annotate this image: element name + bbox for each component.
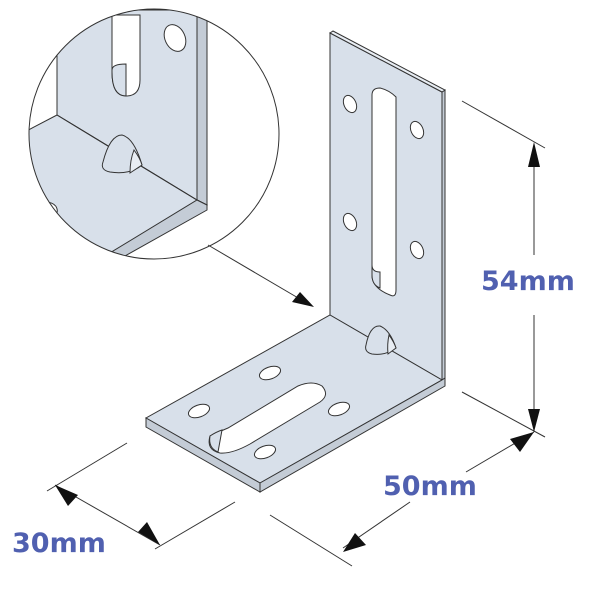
- dimension-height: [461, 100, 546, 438]
- bracket-main: [144, 30, 446, 493]
- width-dimension-label: 30mm: [12, 528, 106, 559]
- detail-pointer-arrow: [207, 244, 314, 307]
- height-dimension-label: 54mm: [481, 266, 575, 297]
- dimension-width: [46, 442, 236, 550]
- detail-magnifier: [28, 8, 280, 260]
- dimension-length: [269, 431, 535, 567]
- length-dimension-label: 50mm: [383, 471, 477, 502]
